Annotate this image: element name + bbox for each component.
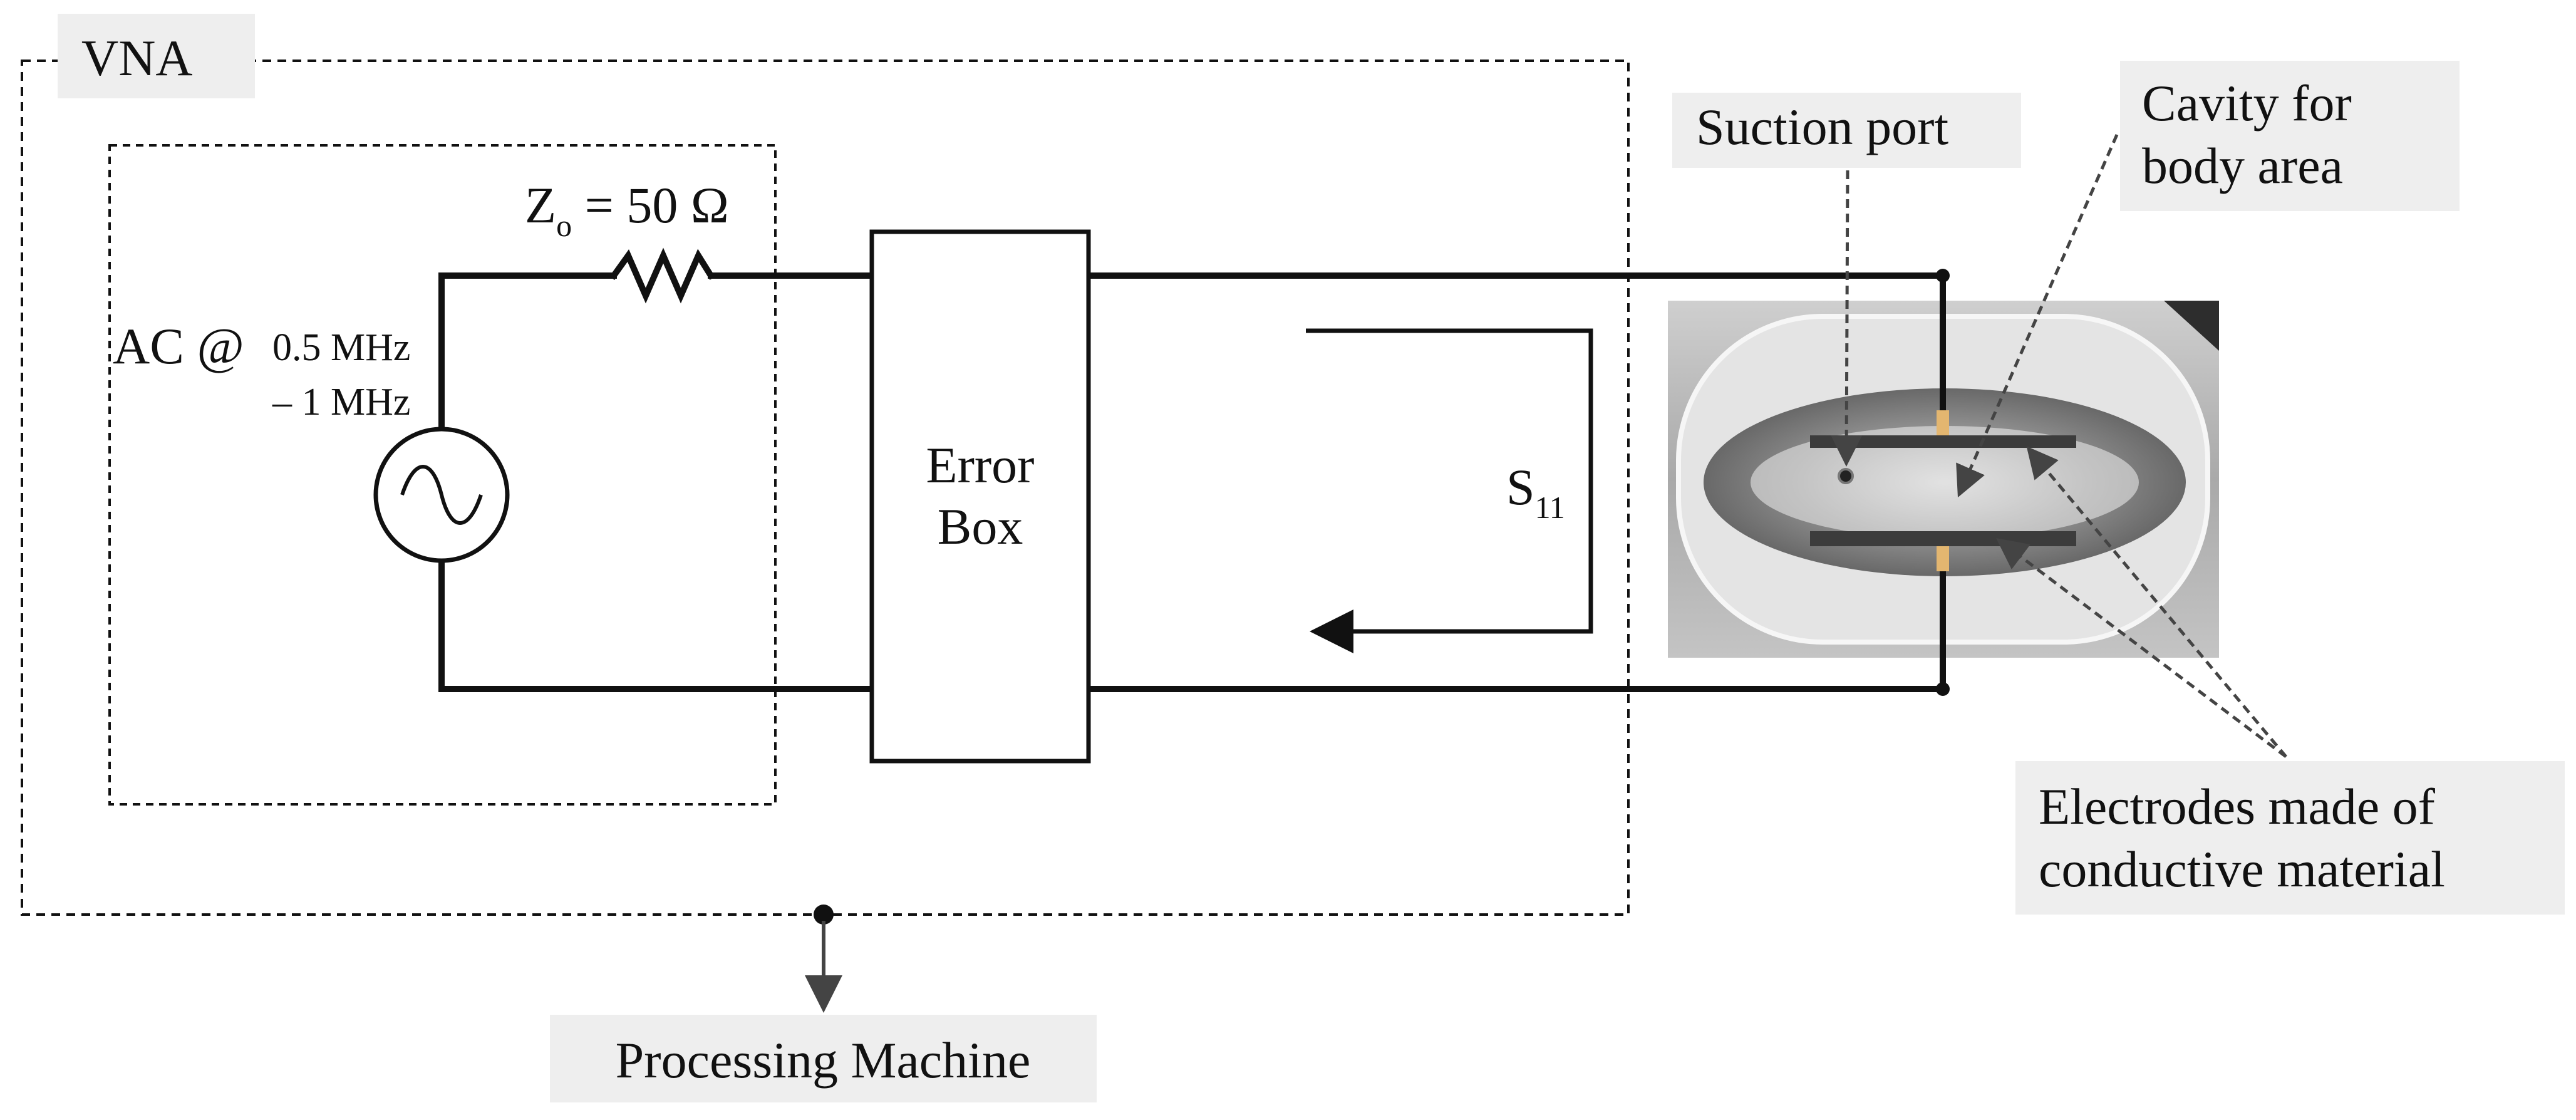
electrodes-callout-box: [2015, 761, 2565, 915]
vna-label-box: [58, 14, 255, 98]
connector-top-icon: [1937, 410, 1949, 435]
electrodes-label-line1: Electrodes made of: [2039, 778, 2436, 835]
freq-line2: – 1 MHz: [272, 381, 410, 423]
electrode-bottom: [1810, 531, 2076, 546]
vna-boundary: [21, 60, 1630, 916]
s11-label: S11: [1506, 459, 1565, 525]
connector-bottom-icon: [1937, 546, 1949, 571]
impedance-z: Z: [525, 177, 556, 234]
sine-wave-icon: [400, 465, 483, 525]
electrode-top-pointer: [2026, 446, 2287, 758]
cavity-pointer: [1956, 133, 2119, 498]
processing-machine-label: Processing Machine: [616, 1032, 1031, 1089]
electrode-top: [1810, 435, 2076, 448]
source-boundary: [108, 144, 777, 806]
electrode-bottom-pointer: [1996, 537, 2287, 758]
impedance-value: = 50 Ω: [572, 177, 729, 234]
cavity-label-line1: Cavity for: [2142, 75, 2352, 132]
vna-label: VNA: [81, 29, 193, 86]
suction-port-label: Suction port: [1696, 98, 1948, 155]
error-box-line1: Error: [926, 437, 1034, 494]
error-box-line2: Box: [938, 498, 1023, 555]
vna-output-node: [814, 905, 834, 925]
photo-dark-corner: [2164, 301, 2219, 351]
electrodes-label-line2: conductive material: [2039, 841, 2445, 898]
suction-port-callout-box: [1672, 93, 2021, 168]
resistor-zigzag: [609, 247, 715, 304]
cavity-label-line2: body area: [2142, 137, 2343, 194]
s11-reflection-arrow: [1306, 328, 1593, 653]
s11-s: S: [1506, 459, 1535, 516]
freq-line1: 0.5 MHz: [272, 326, 410, 369]
suction-port-hole: [1838, 468, 1854, 484]
impedance-sub: o: [556, 208, 572, 243]
impedance-label: Zo = 50 Ω: [525, 177, 729, 243]
ac-prefix-label: AC @: [113, 318, 244, 375]
error-box: [869, 229, 1091, 764]
cavity-callout-box: [2120, 61, 2460, 211]
s11-sub: 11: [1535, 490, 1565, 525]
suction-port-pointer: [1831, 170, 1863, 467]
processing-machine-box: [550, 1015, 1097, 1102]
